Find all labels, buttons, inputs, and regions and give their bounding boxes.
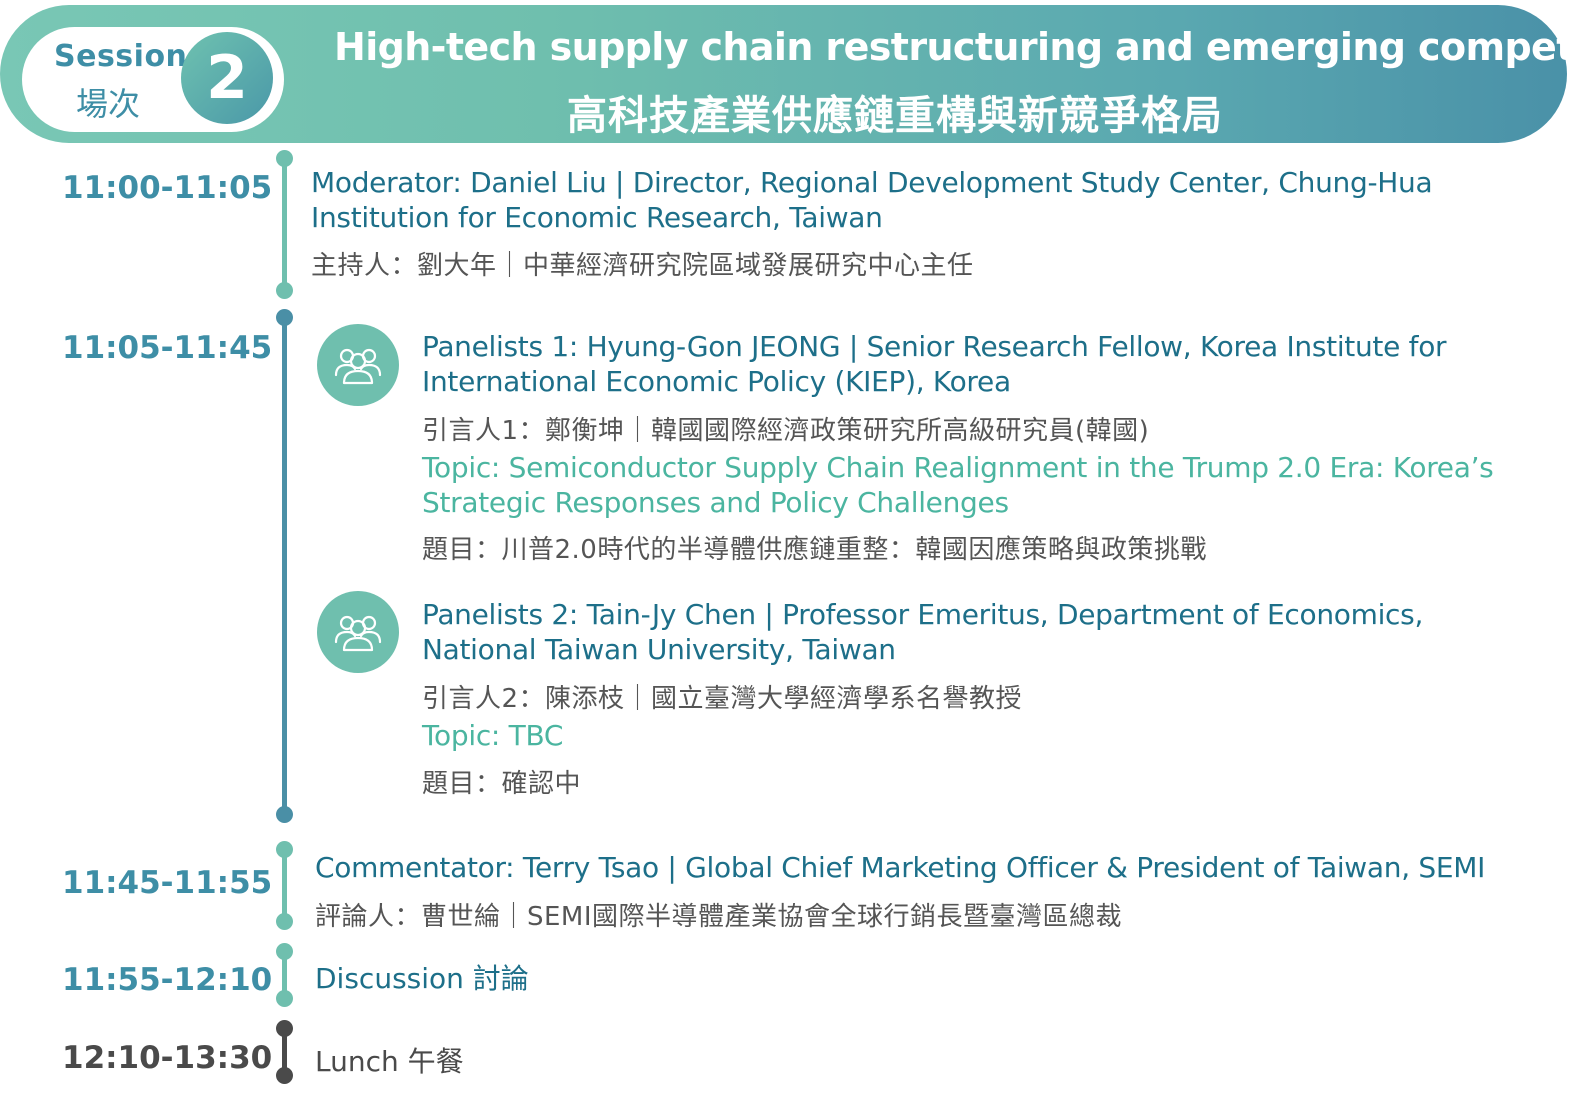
timeline-dot	[276, 990, 293, 1007]
timeline-segment-discussion	[282, 952, 287, 998]
panelist2-affiliation-en: National Taiwan University, Taiwan	[422, 633, 896, 666]
timeline-dot	[276, 1020, 293, 1037]
timeline-dot	[276, 282, 293, 299]
timeline-dot	[276, 943, 293, 960]
timeline-dot	[276, 309, 293, 326]
session-label-zh: 場次	[76, 85, 141, 123]
session-title-en: High-tech supply chain restructuring and…	[334, 25, 1590, 69]
panelist2-topic-en: Topic: TBC	[422, 719, 564, 752]
timeline-dot	[276, 1067, 293, 1084]
timeline-segment-commentator	[282, 850, 287, 922]
timeline-dot	[276, 806, 293, 823]
timeline-dot	[276, 913, 293, 930]
commentator-zh: 評論人：曹世綸｜SEMI國際半導體產業協會全球行銷長暨臺灣區總裁	[315, 902, 1123, 932]
commentator-en: Commentator: Terry Tsao | Global Chief M…	[315, 851, 1486, 884]
lunch-label: Lunch 午餐	[315, 1045, 464, 1078]
timeline-dot	[276, 841, 293, 858]
panelist1-name-en: Panelists 1: Hyung-Gon JEONG | Senior Re…	[422, 330, 1447, 363]
moderator-zh: 主持人：劉大年｜中華經濟研究院區域發展研究中心主任	[311, 251, 974, 281]
panelist2-topic-zh: 題目：確認中	[422, 769, 582, 799]
session-number-badge: 2	[181, 32, 273, 124]
panelist1-topic-en: Topic: Semiconductor Supply Chain Realig…	[422, 451, 1494, 484]
timeline-segment-moderator	[282, 160, 287, 290]
moderator-name-en: Moderator: Daniel Liu | Director, Region…	[311, 166, 1433, 199]
time-commentator: 11:45-11:55	[62, 865, 273, 901]
panelist1-topic-en-cont: Strategic Responses and Policy Challenge…	[422, 486, 1009, 519]
session-banner: Session 場次 2 High-tech supply chain rest…	[0, 5, 1590, 143]
group-people-icon	[317, 324, 399, 406]
timeline-segment-lunch	[282, 1030, 287, 1075]
discussion-label: Discussion 討論	[315, 962, 529, 995]
session-label-en: Session	[54, 39, 188, 74]
panelist2-name-en: Panelists 2: Tain-Jy Chen | Professor Em…	[422, 598, 1424, 631]
time-moderator: 11:00-11:05	[62, 170, 273, 206]
timeline-dot	[276, 150, 293, 167]
timeline-segment-panel	[282, 318, 287, 815]
panelist1-zh: 引言人1：鄭衡坤｜韓國國際經濟政策研究所高級研究員(韓國)	[422, 416, 1150, 446]
time-lunch: 12:10-13:30	[62, 1040, 273, 1076]
panelist1-affiliation-en: International Economic Policy (KIEP), Ko…	[422, 365, 1011, 398]
moderator-affiliation-en: Institution for Economic Research, Taiwa…	[311, 201, 883, 234]
group-people-icon	[317, 591, 399, 673]
time-panel: 11:05-11:45	[62, 330, 273, 366]
time-discussion: 11:55-12:10	[62, 962, 273, 998]
panelist2-zh: 引言人2：陳添枝｜國立臺灣大學經濟學系名譽教授	[422, 684, 1023, 714]
panelist1-topic-zh: 題目：川普2.0時代的半導體供應鏈重整：韓國因應策略與政策挑戰	[422, 535, 1207, 565]
session-title-zh: 高科技產業供應鏈重構與新競爭格局	[567, 93, 1223, 139]
